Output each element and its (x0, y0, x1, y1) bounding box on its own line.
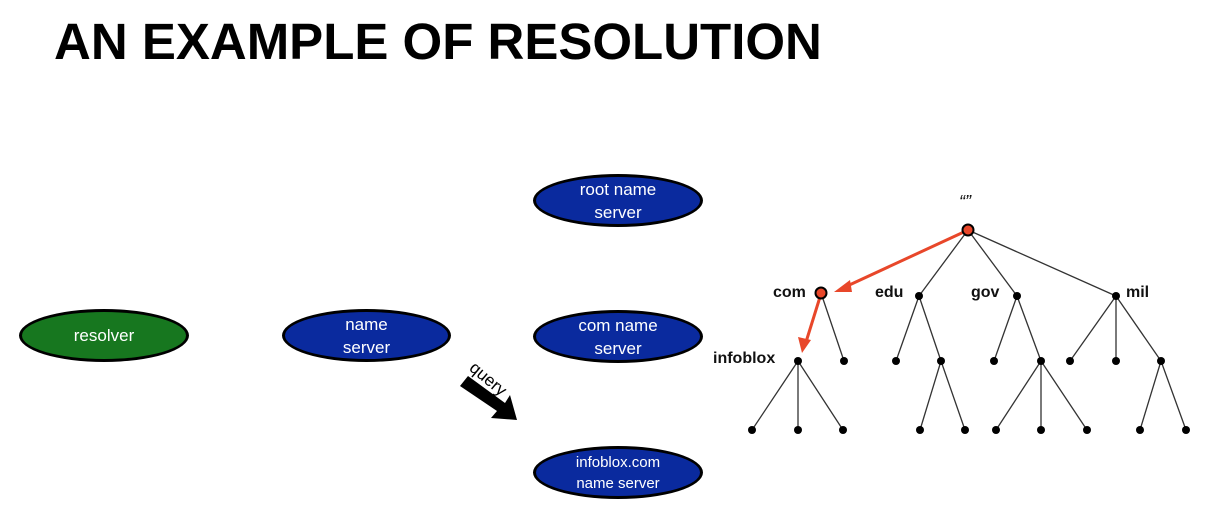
tree-label-infoblox: infoblox (713, 350, 776, 367)
path-root-com (843, 229, 968, 289)
infoblox-name-server-label: infoblox.com name server (575, 453, 661, 492)
tree-leaf (794, 426, 802, 434)
edge-mil-r-right (1160, 360, 1187, 431)
resolver-label: resolver (73, 326, 135, 345)
tree-label-gov: gov (971, 284, 1000, 301)
edge-edu-r-left (919, 360, 942, 431)
tree-node-edu (915, 292, 923, 300)
tree-node-mil-right (1157, 357, 1165, 365)
tree-leaf (1136, 426, 1144, 434)
tree-label-root: “” (959, 192, 971, 212)
edge-root-gov (967, 229, 1018, 297)
tree-node-mil-mid (1112, 357, 1120, 365)
edge-edu-r-right (940, 360, 966, 431)
edge-gov-left (993, 295, 1018, 362)
tree-node-gov-left (990, 357, 998, 365)
path-com-infoblox-arrowhead (798, 337, 811, 353)
tree-leaf (1182, 426, 1190, 434)
root-name-server-label: root name server (579, 179, 657, 222)
edge-edu-right (918, 295, 942, 362)
edge-gov-r-right (1040, 360, 1088, 431)
tree-label-mil: mil (1126, 284, 1150, 301)
infoblox-name-server: infoblox.com name server (533, 446, 703, 499)
root-name-server: root name server (533, 174, 703, 227)
com-name-server: com name server (533, 310, 703, 363)
tree-node-com-child (840, 357, 848, 365)
tree-node-mil-left (1066, 357, 1074, 365)
tree-leaf (839, 426, 847, 434)
tree-leaf (1083, 426, 1091, 434)
tree-label-com: com (773, 284, 806, 301)
tree-leaf (1037, 426, 1045, 434)
tree-node-mil (1112, 292, 1120, 300)
edge-gov-right (1016, 295, 1042, 362)
path-root-com-arrowhead (834, 280, 852, 292)
edge-gov-r-left (995, 360, 1042, 431)
tree-node-gov-right (1037, 357, 1045, 365)
tree-node-edu-left (892, 357, 900, 365)
tree-leaf (916, 426, 924, 434)
edge-mil-r-left (1139, 360, 1162, 431)
tree-leaf (961, 426, 969, 434)
slide-title: AN EXAMPLE OF RESOLUTION (54, 13, 822, 70)
resolver: resolver (19, 309, 189, 362)
tree-leaf (748, 426, 756, 434)
edge-root-edu (918, 229, 969, 297)
tree-node-infoblox (794, 357, 802, 365)
tree-node-gov (1013, 292, 1021, 300)
edge-infoblox-left (751, 360, 799, 431)
tree-node-edu-right (937, 357, 945, 365)
tree-node-com (814, 286, 828, 300)
local-name-server-label: name server (342, 314, 391, 357)
tree-node-root (961, 223, 975, 237)
path-com-infoblox (804, 295, 822, 344)
edge-infoblox-right (797, 360, 844, 431)
edge-edu-left (895, 295, 920, 362)
edge-mil-left (1069, 295, 1117, 362)
edge-root-mil (967, 229, 1117, 297)
edge-mil-right (1115, 295, 1162, 362)
edge-com-right (820, 292, 845, 362)
com-name-server-label: com name server (578, 315, 658, 358)
tree-leaf (992, 426, 1000, 434)
tree-label-edu: edu (875, 284, 904, 301)
local-name-server: name server (282, 309, 451, 362)
